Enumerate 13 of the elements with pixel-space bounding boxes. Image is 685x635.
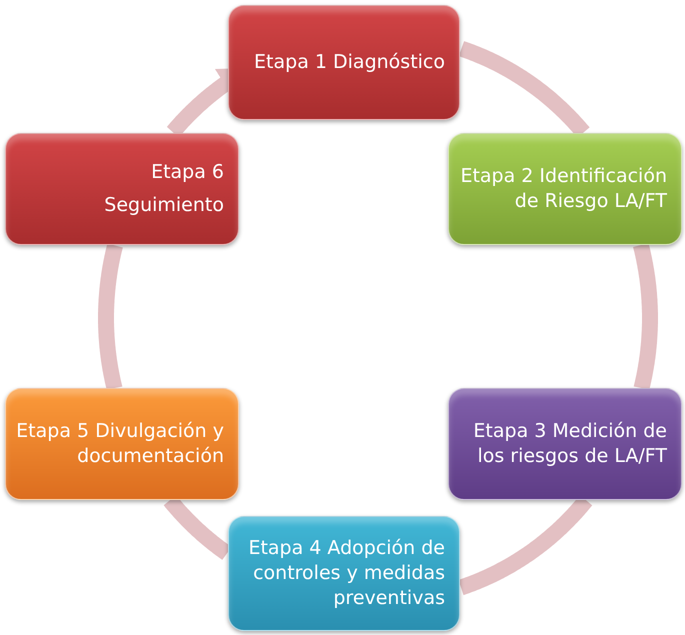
stage-box [448, 133, 682, 245]
stage-label: Etapa 6 [151, 160, 224, 185]
stage-box [228, 516, 460, 631]
stage-box [5, 133, 239, 245]
stage-box [448, 388, 682, 500]
stage-label: Etapa 5 Divulgación y documentación [16, 419, 224, 469]
stage-label: Etapa 3 Medición de los riesgos de LA/FT [472, 419, 667, 469]
stage-label: Etapa 1 Diagnóstico [254, 50, 445, 75]
stage-box [228, 5, 460, 120]
stage-box [5, 388, 239, 500]
stage-label: Seguimiento [104, 193, 224, 218]
stage-label: Etapa 4 Adopción de controles y medidas preventivas [247, 536, 445, 611]
stage-label: Etapa 2 Identificación de Riesgo LA/FT [459, 164, 667, 214]
